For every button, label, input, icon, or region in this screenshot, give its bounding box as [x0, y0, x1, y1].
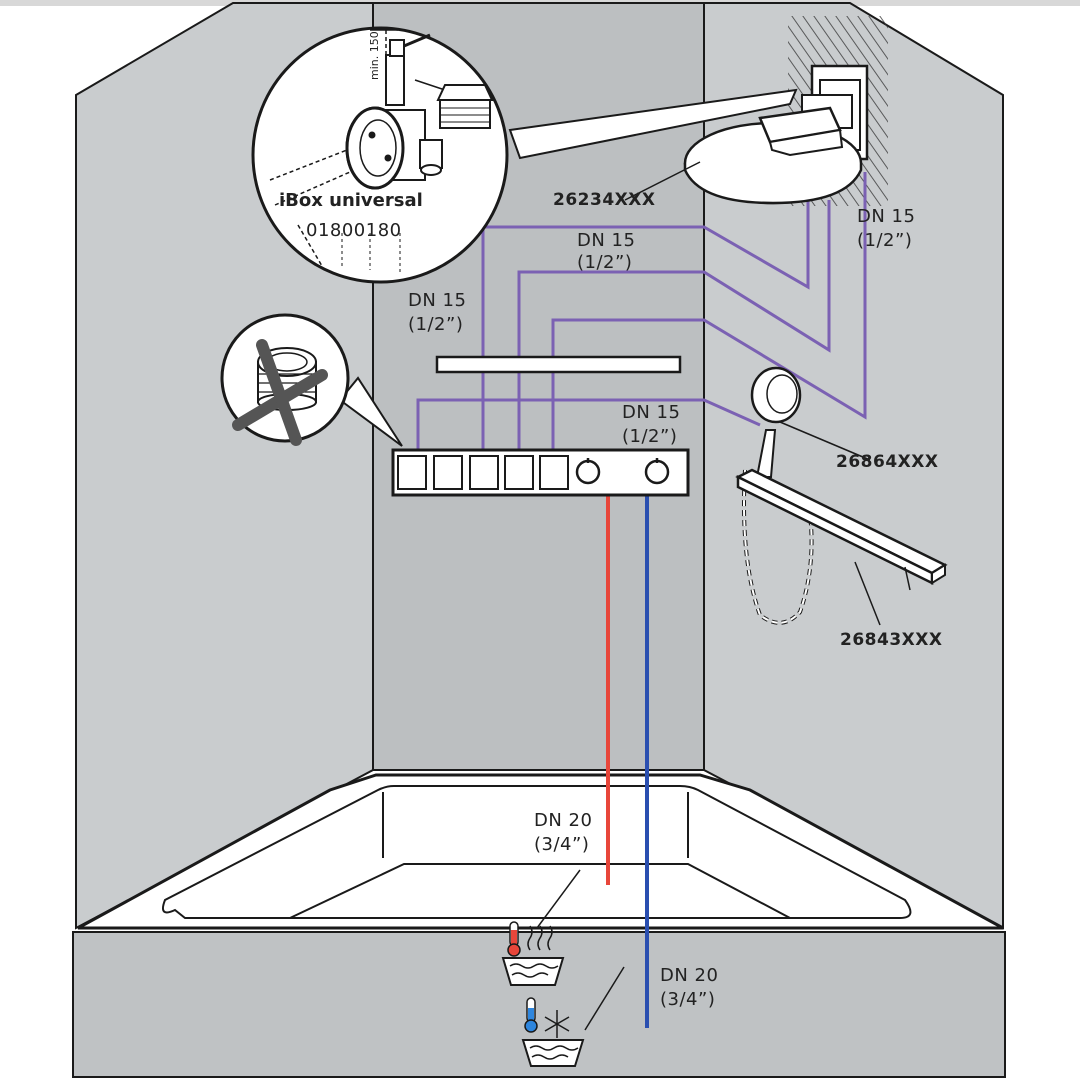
dn15-right-inch: (1/2”) [857, 230, 912, 251]
dn20-cold-size: DN 20 [660, 965, 718, 986]
volume-knob[interactable] [644, 458, 670, 485]
dn15-right-size: DN 15 [857, 206, 915, 227]
dn20-hot-inch: (3/4”) [534, 834, 589, 855]
rail-code: 26843XXX [840, 630, 942, 650]
dn15-top-size: DN 15 [577, 230, 635, 251]
leader-cold [584, 966, 625, 1031]
select-button-3[interactable] [469, 455, 499, 490]
dn15-left-inch: (1/2”) [408, 314, 463, 335]
ibox-name-label: iBox universal [279, 190, 423, 211]
plug-fitting [436, 84, 494, 129]
dn15-mid-size: DN 15 [622, 402, 680, 423]
snowflake-icon [544, 1010, 570, 1038]
leader-rail [854, 561, 881, 626]
no-sealing-tape-icon [220, 313, 403, 447]
tub-inner-floor [289, 863, 791, 919]
right-wall [703, 2, 1004, 930]
min-dimension-label: min. 150 [368, 31, 381, 80]
cold-water-icon [521, 997, 585, 1067]
select-button-1[interactable] [397, 455, 427, 490]
shower-rail [735, 468, 948, 591]
pipe-main-left [416, 398, 761, 455]
leader-lines [536, 161, 881, 1031]
overhead-shower-code: 26234XXX [553, 190, 655, 210]
ibox-code-label: 01800180 [306, 220, 402, 241]
dn15-top-inch: (1/2”) [577, 252, 632, 273]
leader-hot [536, 869, 581, 929]
ibox-detail-callout [251, 26, 798, 284]
temperature-knob[interactable] [575, 458, 601, 485]
dn15-mid-inch: (1/2”) [622, 426, 677, 447]
hot-water-icon [501, 921, 565, 986]
tub-inner [162, 785, 912, 919]
dn20-cold-inch: (3/4”) [660, 989, 715, 1010]
select-button-4[interactable] [504, 455, 534, 490]
select-button-5[interactable] [539, 455, 569, 490]
handshower-code: 26864XXX [836, 452, 938, 472]
hand-shower [742, 366, 814, 625]
shelf-bar [435, 355, 682, 374]
thermostat-panel [391, 448, 690, 497]
pipe-overhead-2 [517, 200, 831, 455]
overhead-shower [683, 64, 869, 205]
leader-handshower [779, 421, 871, 461]
pipe-overhead-1 [481, 200, 810, 455]
select-button-2[interactable] [433, 455, 463, 490]
leader-overhead [624, 161, 701, 201]
dn15-left-size: DN 15 [408, 290, 466, 311]
dn20-hot-size: DN 20 [534, 810, 592, 831]
ibox-sketch [269, 29, 494, 272]
